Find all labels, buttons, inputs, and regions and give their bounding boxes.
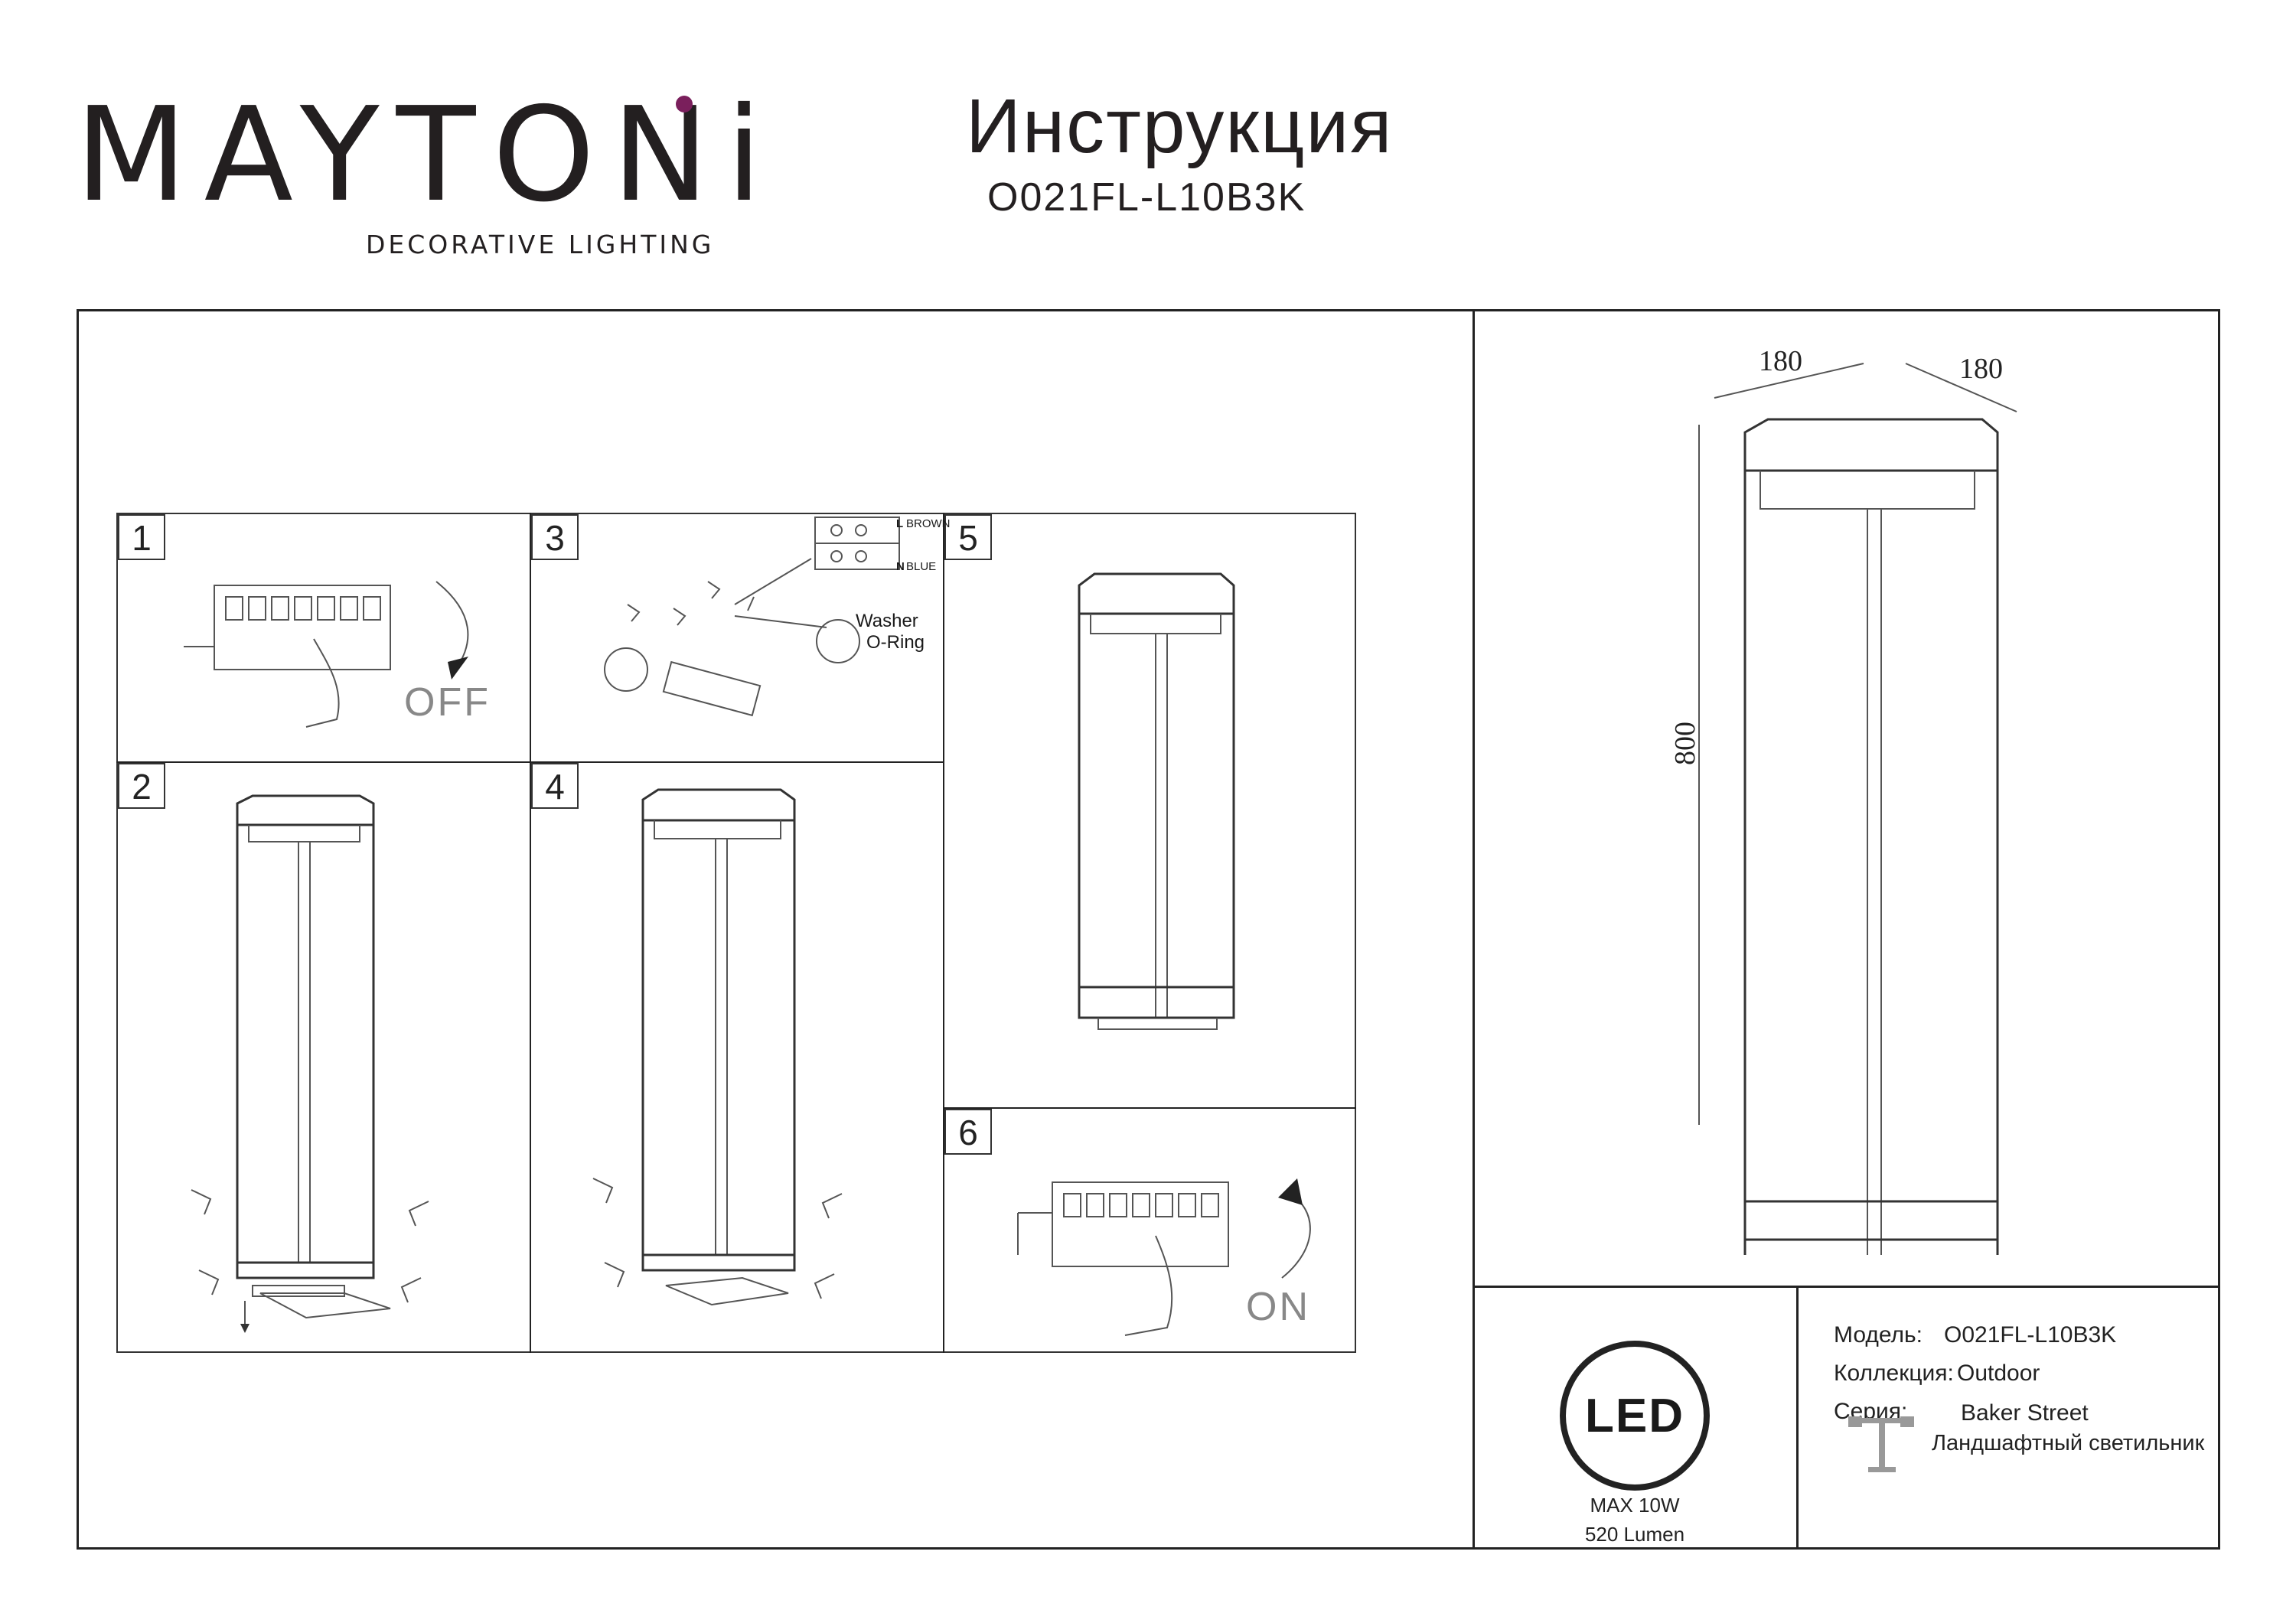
- brand-tagline: DECORATIVE LIGHTING: [366, 230, 715, 259]
- spec-collection-label: Коллекция:: [1834, 1361, 1954, 1386]
- dimension-width: 180: [1759, 345, 1802, 377]
- spec-model-value: O021FL-L10B3K: [1944, 1322, 2117, 1348]
- step-3-wire-n-color: BLUE: [906, 560, 937, 573]
- brand-logo: MAYTONi: [75, 90, 779, 220]
- step-3-washer-label: Washer: [856, 611, 918, 631]
- step-number-5: 5: [944, 514, 992, 560]
- step-3-wire-l-color: BROWN: [906, 517, 951, 530]
- dimension-height: 800: [1669, 722, 1701, 765]
- step-1-breaker-illustration: [184, 581, 469, 728]
- step-number-3: 3: [531, 514, 579, 560]
- led-icon: LED: [1560, 1341, 1710, 1491]
- brand-text: AYTONi: [204, 80, 779, 231]
- step-number-6: 6: [944, 1109, 992, 1155]
- steps-col-divider-2: [943, 513, 944, 1353]
- frame-divider-vertical: [1473, 309, 1475, 1550]
- step-number-4: 4: [531, 763, 579, 809]
- dimension-drawing: [1698, 363, 2017, 1255]
- step-5-finished-illustration: [1078, 572, 1235, 1030]
- step-4-mount-illustration: [592, 788, 843, 1306]
- spec-divider: [1796, 1286, 1799, 1550]
- brand-letter-m: M: [75, 80, 204, 231]
- spec-series-value: Baker Street: [1961, 1400, 2089, 1426]
- steps-grid: [116, 513, 1356, 1353]
- frame-divider-spec: [1473, 1286, 2220, 1288]
- instruction-frame: [77, 309, 2220, 1550]
- document-title: Инструкция: [966, 83, 1394, 169]
- landscape-lamp-icon: [1848, 1416, 1914, 1472]
- steps-col-divider-1: [530, 513, 531, 1353]
- step-6-breaker-illustration: [1017, 1178, 1311, 1336]
- step-6-on-label: ON: [1246, 1285, 1310, 1329]
- step-2-install-illustration: [191, 794, 429, 1333]
- spec-type-value: Ландшафтный светильник: [1932, 1431, 2205, 1455]
- led-power: MAX 10W: [1590, 1494, 1680, 1517]
- step-3-wire-l: L: [896, 517, 904, 530]
- steps-row-divider-2: [943, 1107, 1356, 1109]
- step-3-oring-label: O-Ring: [866, 632, 925, 653]
- step-number-1: 1: [118, 514, 165, 560]
- led-icon-text: LED: [1585, 1389, 1684, 1442]
- document-model: O021FL-L10B3K: [987, 175, 1306, 220]
- step-3-wiring-illustration: [604, 517, 900, 717]
- dimension-depth: 180: [1959, 353, 2003, 385]
- step-1-off-label: OFF: [404, 680, 491, 725]
- brand-logo-dot: [676, 96, 693, 112]
- step-3-wire-n: N: [896, 560, 905, 573]
- spec-collection-value: Outdoor: [1957, 1361, 2040, 1386]
- step-number-2: 2: [118, 763, 165, 809]
- led-lumen: 520 Lumen: [1584, 1523, 1685, 1546]
- spec-model-label: Модель:: [1834, 1322, 1923, 1348]
- steps-row-divider-1: [116, 761, 943, 763]
